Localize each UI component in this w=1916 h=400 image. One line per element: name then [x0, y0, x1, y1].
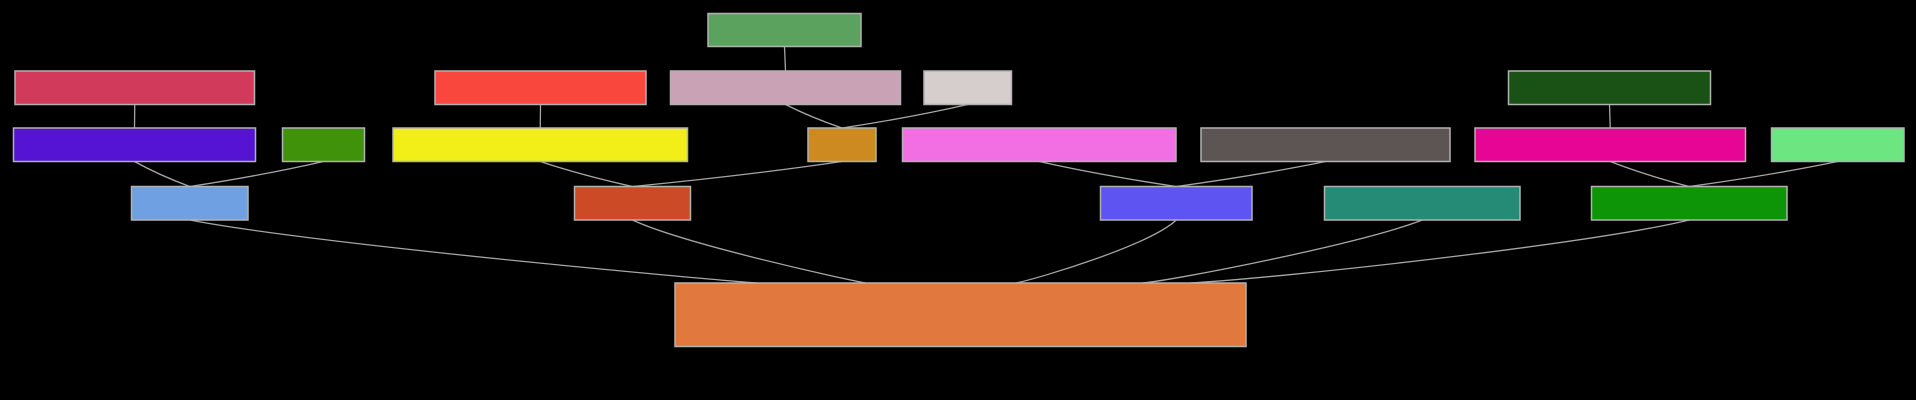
edge-yellow-to-rust [540, 160, 633, 188]
node-cornflower [130, 185, 249, 221]
node-crimson [14, 70, 256, 106]
edge-darkgreen-to-deeppink [1608, 104, 1611, 129]
edge-teal-to-orange [1141, 219, 1423, 284]
edge-rust-to-orange [632, 219, 867, 284]
edge-lightgray-to-goldenrod [841, 103, 968, 129]
node-darkgreen [1507, 70, 1712, 106]
node-yellow [392, 127, 689, 163]
edge-blueviolet-to-orange [1015, 219, 1177, 284]
node-olive [281, 127, 366, 163]
edge-lightgreen-to-green [1689, 160, 1838, 188]
edge-olive-to-cornflower [189, 160, 324, 188]
edge-green-to-orange [1189, 219, 1690, 284]
edge-green-root-to-rosybrown [783, 46, 787, 72]
node-lightgreen [1770, 127, 1905, 163]
node-green [1590, 185, 1788, 221]
node-orange [674, 282, 1247, 348]
node-deeppink [1474, 127, 1747, 163]
edge-darkgray-to-blueviolet [1176, 160, 1326, 188]
edge-goldenrod-to-rust [632, 160, 843, 188]
node-orchid [901, 127, 1177, 163]
node-teal [1323, 185, 1521, 221]
edge-cornflower-to-orange [189, 219, 759, 284]
edge-deeppink-to-green [1610, 160, 1690, 188]
node-rosybrown [669, 70, 902, 106]
node-rust [573, 185, 692, 221]
node-darkgray [1200, 127, 1451, 163]
edge-orchid-to-blueviolet [1039, 160, 1177, 188]
node-lightgray [923, 70, 1013, 106]
node-purple [12, 127, 257, 163]
node-green-root [707, 12, 862, 48]
node-goldenrod [807, 127, 877, 163]
edge-rosybrown-to-goldenrod [785, 103, 843, 129]
node-red [434, 70, 647, 106]
node-blueviolet [1099, 185, 1253, 221]
edge-purple-to-cornflower [134, 160, 190, 188]
